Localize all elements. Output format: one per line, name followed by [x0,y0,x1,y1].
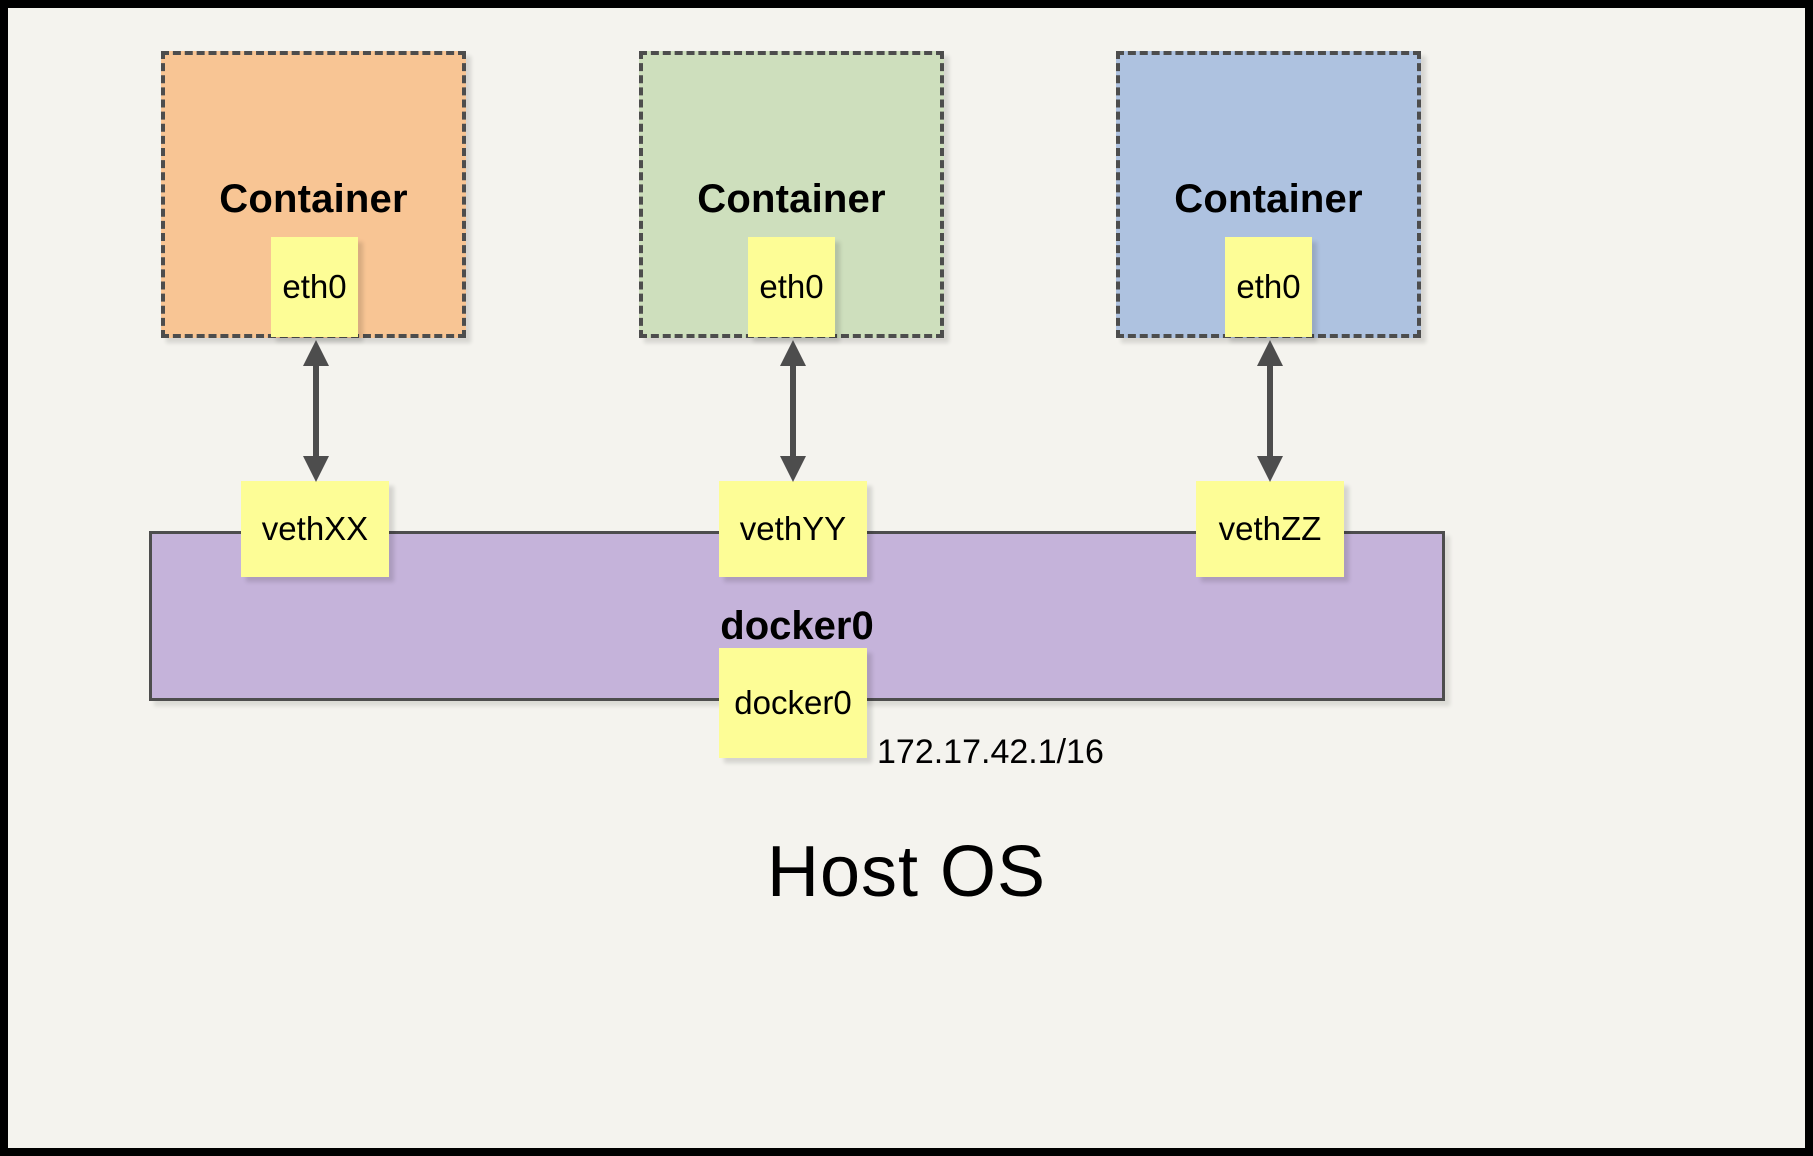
docker0-bridge-label: docker0 [720,604,874,648]
eth0-interface-1[interactable]: eth0 [271,237,358,337]
docker0-ip-label: 172.17.42.1/16 [877,733,1104,771]
arrow-eth0-veth-1 [303,340,329,482]
arrow-eth0-veth-2 [780,340,806,482]
arrow-head-down-2 [780,456,806,482]
veth-interface-3[interactable]: vethZZ [1196,481,1344,577]
arrow-head-down-3 [1257,456,1283,482]
eth0-interface-3[interactable]: eth0 [1225,237,1312,337]
arrow-head-up-3 [1257,340,1283,366]
veth-interface-1[interactable]: vethXX [241,481,389,577]
arrow-eth0-veth-3 [1257,340,1283,482]
container-title-2: Container [697,177,886,221]
arrow-head-up-1 [303,340,329,366]
container-title-3: Container [1174,177,1363,221]
arrow-head-up-2 [780,340,806,366]
eth0-interface-2[interactable]: eth0 [748,237,835,337]
diagram-sheet: Container eth0 Container eth0 Container … [8,8,1805,1148]
docker0-interface[interactable]: docker0 [719,648,867,758]
veth-interface-2[interactable]: vethYY [719,481,867,577]
container-title-1: Container [219,177,408,221]
arrow-head-down-1 [303,456,329,482]
host-os-label: Host OS [766,832,1047,912]
